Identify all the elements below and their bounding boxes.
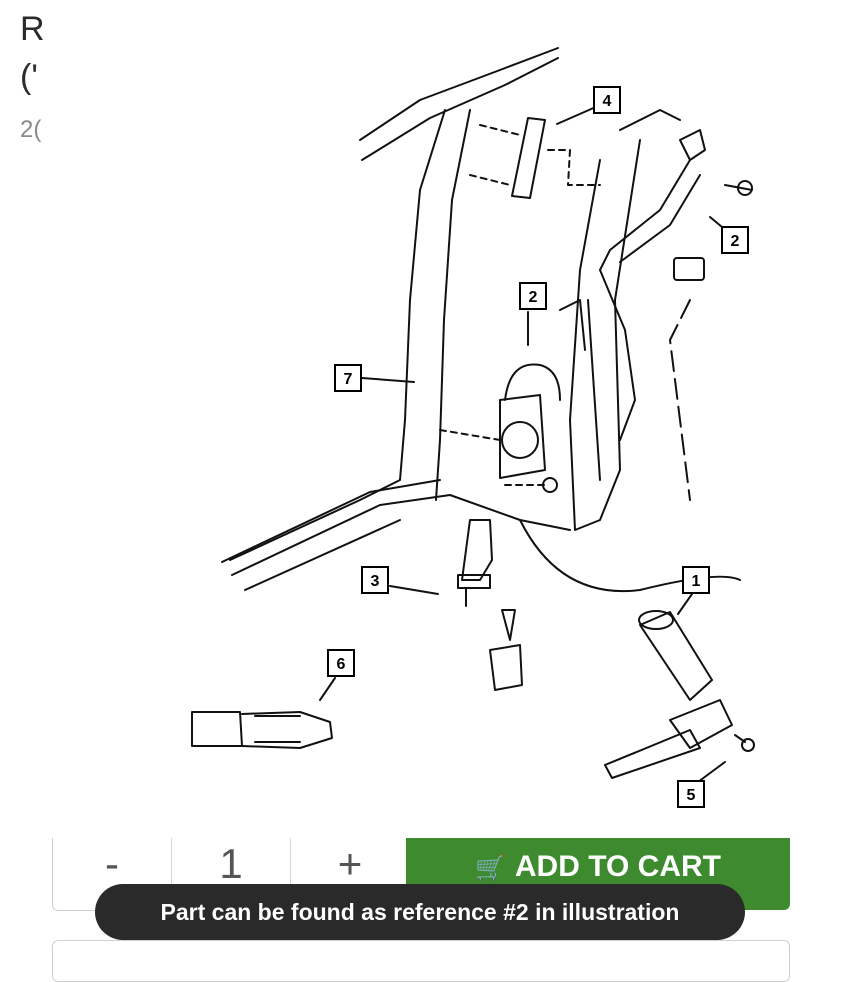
retractor (499, 394, 546, 479)
page-title-line-1: R (20, 10, 45, 48)
reference-label-1: 1 (692, 573, 701, 590)
roof-rail (359, 47, 559, 141)
b-pillar (619, 109, 681, 131)
height-adjuster (511, 117, 546, 199)
reference-label-5: 5 (687, 787, 696, 804)
belt-webbing (599, 159, 691, 271)
lower-anchor (461, 519, 493, 581)
toast-message: Part can be found as reference #2 in ill… (160, 898, 680, 925)
cart-icon: 🛒 (475, 855, 505, 882)
reference-box-1 (682, 566, 710, 594)
quantity-value: 1 (219, 840, 243, 887)
reference-label-3: 3 (371, 573, 380, 590)
add-to-cart-label: ADD TO CART (514, 850, 721, 883)
reference-box-5 (677, 780, 705, 808)
reference-label-2-upper: 2 (731, 233, 740, 250)
quantity-decrease-button[interactable]: - (53, 838, 172, 910)
reference-label-6: 6 (337, 656, 346, 673)
page-title-line-2: (' (20, 58, 38, 96)
toast-notification: Part can be found as reference #2 in ill… (95, 884, 745, 940)
seat-belt-tongue (191, 711, 243, 747)
buckle-stalk (604, 729, 701, 779)
quantity-input[interactable]: 1 (172, 838, 291, 910)
quantity-increase-button[interactable]: + (291, 838, 409, 910)
reference-label-2-retractor: 2 (529, 289, 538, 306)
reference-label-7: 7 (344, 371, 353, 388)
lower-card (52, 940, 790, 982)
reference-box-2-upper (721, 226, 749, 254)
plus-label: + (337, 840, 363, 887)
reference-box-6 (327, 649, 355, 677)
page-subtitle: 2( (20, 116, 42, 143)
buckle-cover (639, 611, 713, 701)
reference-box-2-retractor (519, 282, 547, 310)
minus-label: - (105, 840, 119, 887)
reference-box-4 (593, 86, 621, 114)
reference-label-4: 4 (603, 93, 612, 110)
parts-illustration: 4 2 2 7 3 1 6 5 (191, 47, 755, 808)
reference-box-7 (334, 364, 362, 392)
reference-box-3 (361, 566, 389, 594)
